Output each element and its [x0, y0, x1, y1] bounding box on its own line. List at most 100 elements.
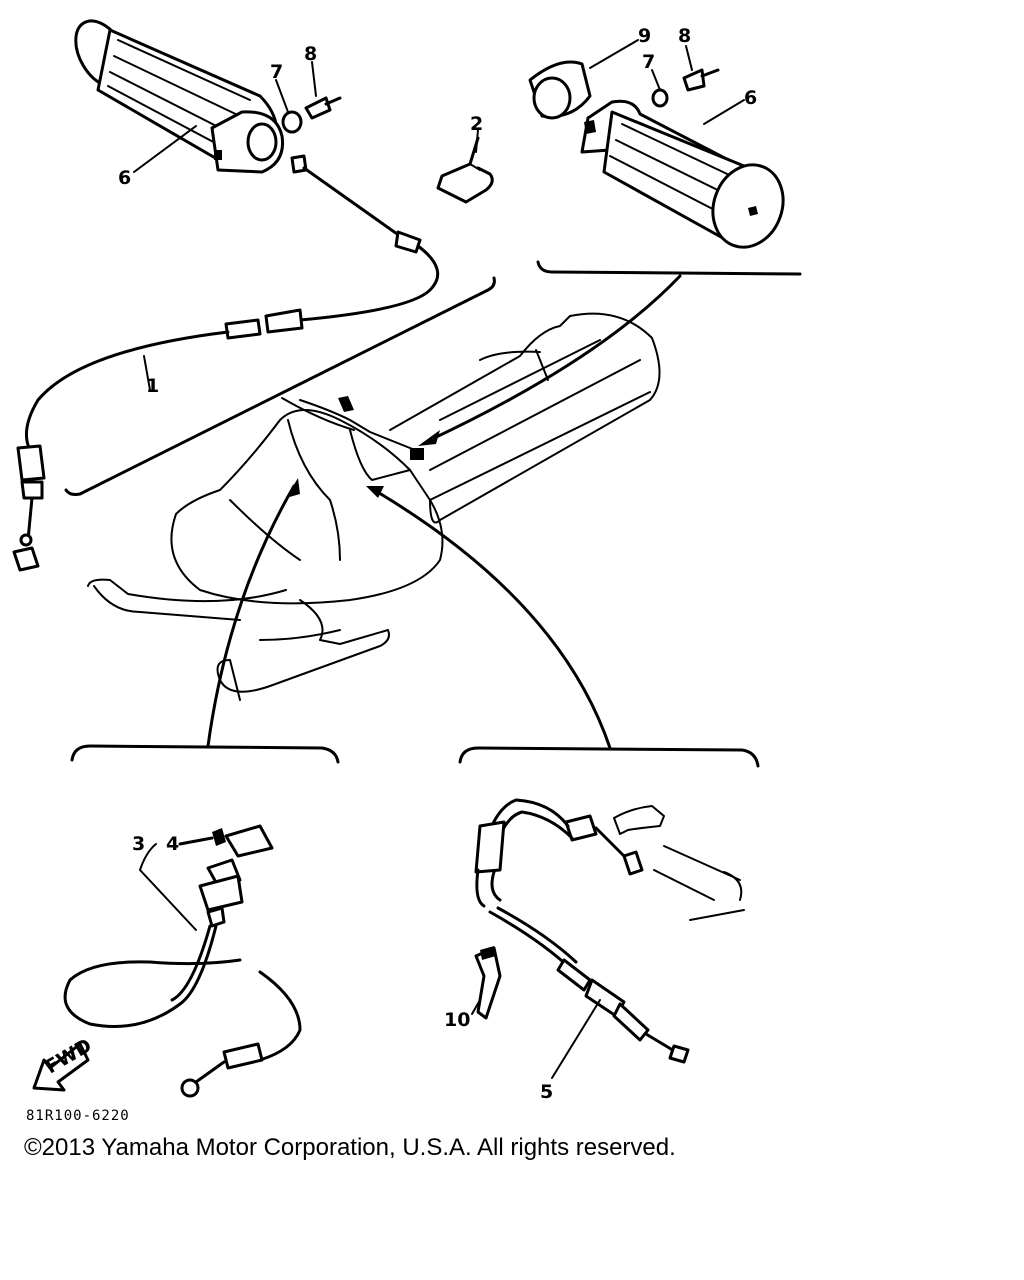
left-grip-assembly [12, 19, 440, 572]
cable-inner-wire [302, 166, 402, 238]
leader-1 [143, 355, 151, 391]
choke-cable [258, 970, 302, 1062]
grip-rib [117, 39, 251, 101]
brake-lever-housing [613, 805, 665, 835]
brake-cable-outer [496, 906, 578, 964]
copyright-notice: ©2013 Yamaha Motor Corporation, U.S.A. A… [24, 1134, 676, 1161]
brake-cable-thread [612, 1002, 650, 1042]
clip-part-2 [436, 129, 494, 204]
cable-end-barrel [12, 546, 40, 572]
tunnel-line [429, 359, 641, 471]
screw-part-8 [682, 68, 706, 92]
handlebar-grip-end [410, 448, 424, 460]
grip-end-hole [748, 206, 758, 216]
callout-2: 2 [470, 113, 483, 135]
grip-end-cap [711, 163, 785, 249]
clip-shape [436, 136, 494, 204]
cable-carb-nut [20, 480, 44, 500]
choke-assembly: FWD [32, 824, 302, 1098]
leader-2 [475, 129, 479, 153]
lever-sketch [723, 871, 743, 901]
leader-brake [372, 488, 612, 750]
choke-fitting [206, 906, 226, 928]
callout-5: 5 [540, 1081, 553, 1103]
choke-cable [63, 924, 242, 1028]
grip-rib [113, 55, 245, 119]
snowmobile-seat [389, 312, 661, 524]
leader-arrowhead [286, 478, 300, 498]
leader-8 [685, 45, 693, 71]
leader-lines [206, 274, 682, 750]
leader-6 [703, 99, 745, 125]
seat-contour [479, 350, 541, 361]
leader-right-grip [428, 274, 682, 442]
seat-contour [535, 349, 549, 381]
cable-inner-wire [26, 496, 34, 542]
ski-right [216, 599, 390, 693]
leader-7 [275, 79, 289, 113]
brake-cable-sleeve [474, 820, 506, 874]
ski-strut [259, 629, 341, 641]
lever-sketch [653, 869, 715, 901]
brake-cable-outer [488, 910, 572, 970]
bracket-left-top [64, 276, 496, 496]
choke-cable-end [222, 1042, 264, 1070]
leader-arrowhead [418, 430, 440, 446]
callout-3: 3 [132, 833, 145, 855]
clip-shape [469, 163, 481, 171]
cable-adjuster [394, 230, 422, 254]
washer-part-7 [281, 110, 303, 134]
bracket-bottom-left [70, 744, 340, 764]
callout-10: 10 [444, 1009, 470, 1031]
brake-cable-fitting [556, 958, 592, 992]
brake-cable-outer [488, 798, 570, 832]
leader-choke [206, 484, 296, 748]
tunnel-line [429, 391, 651, 501]
brake-cable-outer [498, 810, 574, 840]
clip-part-10 [474, 946, 502, 1020]
handlebar [299, 399, 421, 453]
housing-bore [246, 122, 278, 162]
callout-6-right: 6 [744, 87, 757, 109]
screw-part-8 [304, 96, 332, 120]
right-grip-assembly [528, 39, 785, 249]
brake-cable-end [622, 850, 644, 876]
callout-4: 4 [166, 833, 179, 855]
choke-knob-part-4 [224, 824, 274, 858]
collar-bore [532, 76, 572, 120]
choke-cable [170, 924, 212, 1002]
bracket-bottom-right [458, 746, 760, 768]
callout-7-left: 7 [270, 61, 283, 83]
leader-10 [471, 999, 481, 1015]
cable-carb-nut [16, 444, 46, 482]
cable-outer [24, 330, 230, 452]
callout-9: 9 [638, 25, 651, 47]
leader-6 [133, 125, 197, 173]
ski-left-tip [87, 578, 287, 603]
leader-9 [589, 39, 639, 69]
hood-contour [349, 429, 411, 481]
choke-end-ball [180, 1078, 200, 1098]
leader-4 [178, 836, 214, 846]
callout-1: 1 [146, 375, 159, 397]
bracket-right-top [536, 260, 802, 276]
hood-contour [229, 499, 301, 561]
snowmobile-hood [170, 409, 444, 605]
housing-mark [584, 120, 596, 134]
hood-contour [287, 419, 341, 561]
cable-junction [224, 318, 262, 340]
leader-5 [551, 999, 601, 1079]
screw-shaft [324, 96, 342, 106]
choke-fitting-nut [198, 874, 244, 912]
cable-junction [264, 308, 304, 334]
tunnel-line [439, 339, 601, 421]
brake-cable-tip [668, 1044, 690, 1064]
cable-end-ball [19, 533, 33, 547]
ski-left [93, 585, 241, 621]
leader-arrowhead [366, 486, 384, 498]
snowmobile [87, 312, 661, 701]
leader-7 [651, 69, 661, 91]
lever-sketch [689, 909, 745, 921]
fwd-arrow-icon [32, 1042, 90, 1092]
